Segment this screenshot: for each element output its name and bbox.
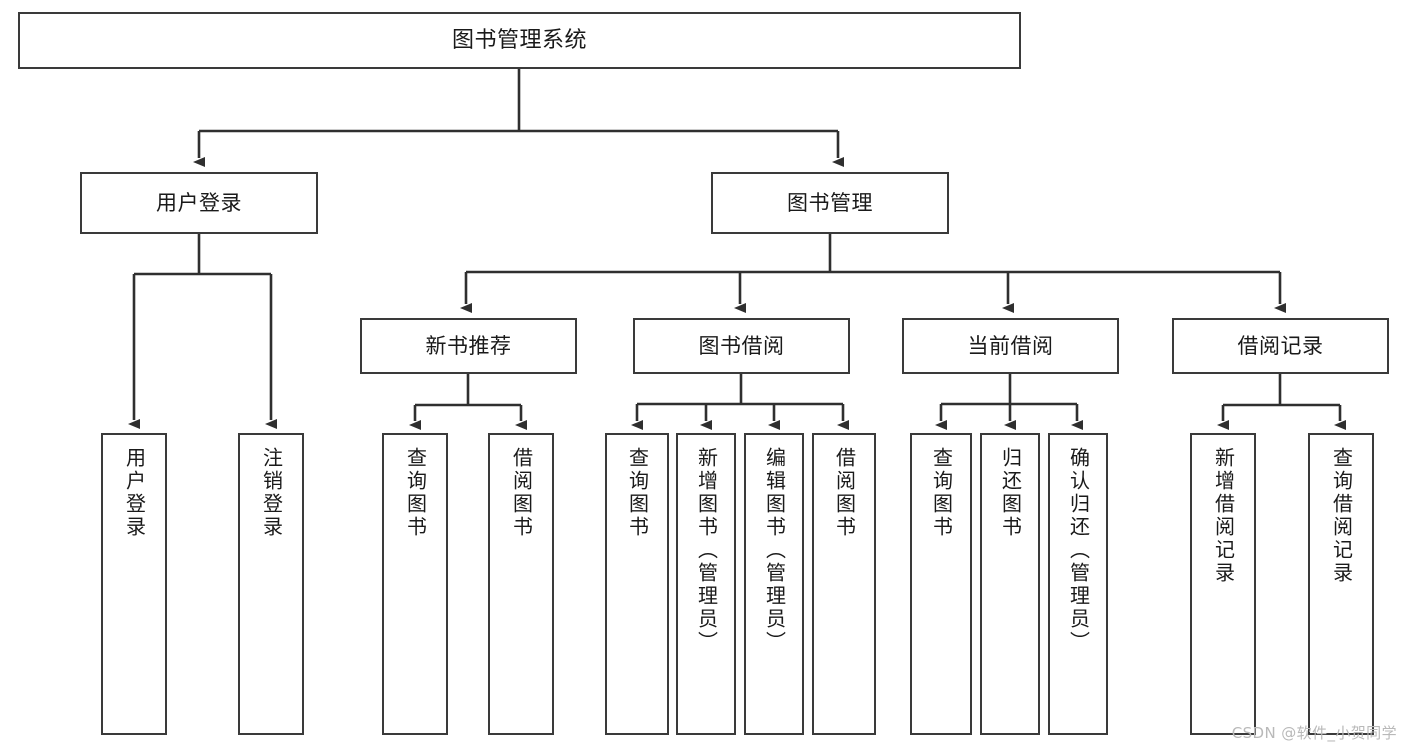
node-borrow-record[interactable]: 借阅记录 [1172,318,1389,374]
node-new-book-rec[interactable]: 新书推荐 [360,318,577,374]
node-leaf-return-book[interactable]: 归还图书 [980,433,1040,735]
node-leaf-edit-book-label: 编辑图书（管理员） [762,447,787,654]
node-leaf-user-login-label: 用户登录 [122,447,147,539]
watermark: CSDN @软件_小贺同学 [1231,724,1397,742]
node-leaf-confirm-return-label: 确认归还（管理员） [1066,447,1091,654]
node-new-book-rec-label: 新书推荐 [425,333,512,358]
node-leaf-borrow-book-1[interactable]: 借阅图书 [488,433,554,735]
node-leaf-query-book-2-label: 查询图书 [625,447,650,539]
node-leaf-edit-book[interactable]: 编辑图书（管理员） [744,433,804,735]
node-book-manage[interactable]: 图书管理 [711,172,949,234]
node-leaf-query-book-3[interactable]: 查询图书 [910,433,972,735]
node-leaf-query-book-1-label: 查询图书 [403,447,428,539]
node-leaf-query-record-label: 查询借阅记录 [1329,447,1354,585]
node-user-login-label: 用户登录 [156,190,242,215]
node-leaf-logout-label: 注销登录 [259,447,284,539]
node-book-borrow[interactable]: 图书借阅 [633,318,850,374]
node-leaf-logout[interactable]: 注销登录 [238,433,304,735]
node-leaf-return-book-label: 归还图书 [998,447,1023,539]
node-root-label: 图书管理系统 [451,27,587,53]
node-leaf-add-book[interactable]: 新增图书（管理员） [676,433,736,735]
node-book-manage-label: 图书管理 [787,190,873,215]
node-leaf-query-record[interactable]: 查询借阅记录 [1308,433,1374,735]
node-leaf-borrow-book-2-label: 借阅图书 [832,447,857,539]
node-book-borrow-label: 图书借阅 [698,333,785,358]
node-leaf-query-book-1[interactable]: 查询图书 [382,433,448,735]
node-leaf-confirm-return[interactable]: 确认归还（管理员） [1048,433,1108,735]
node-user-login[interactable]: 用户登录 [80,172,318,234]
node-leaf-borrow-book-1-label: 借阅图书 [509,447,534,539]
node-leaf-borrow-book-2[interactable]: 借阅图书 [812,433,876,735]
node-root[interactable]: 图书管理系统 [18,12,1021,69]
node-current-borrow-label: 当前借阅 [967,333,1054,358]
node-borrow-record-label: 借阅记录 [1237,333,1324,358]
node-leaf-query-book-2[interactable]: 查询图书 [605,433,669,735]
node-current-borrow[interactable]: 当前借阅 [902,318,1119,374]
node-leaf-add-record[interactable]: 新增借阅记录 [1190,433,1256,735]
node-leaf-add-record-label: 新增借阅记录 [1211,447,1236,585]
node-leaf-add-book-label: 新增图书（管理员） [694,447,719,654]
node-leaf-query-book-3-label: 查询图书 [929,447,954,539]
node-leaf-user-login[interactable]: 用户登录 [101,433,167,735]
